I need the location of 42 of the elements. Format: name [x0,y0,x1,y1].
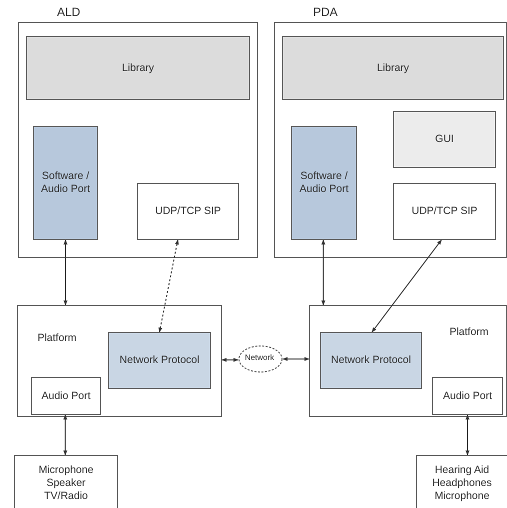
node-label: Audio Port [40,390,92,403]
connector-arrow [466,414,470,456]
process-box [33,126,98,240]
library-box [26,36,250,100]
process-box [137,183,239,240]
process-box [320,332,422,389]
node-label: Library [376,62,410,75]
process-box [31,377,101,415]
platform-box [17,305,222,417]
node-label: Library [120,62,156,75]
process-box [291,126,357,240]
node-label: Platform [36,332,78,346]
node-label: Software / Audio Port [299,170,349,196]
node-label: Software / Audio Port [40,170,90,196]
library-box [282,36,504,100]
process-box [108,332,211,389]
node-label: GUI [434,133,455,146]
node-label: Network [244,353,276,363]
process-box [432,377,503,415]
connector-arrow [222,358,238,362]
device-box [416,455,507,508]
connector-arrow [282,357,310,361]
network-cloud [238,345,283,373]
node-label: Network Protocol [330,354,412,368]
connector-arrow [372,240,442,332]
node-label: Audio Port [442,390,494,403]
platform-box [309,305,507,417]
process-box [393,111,496,168]
connector-arrow [158,240,179,332]
connector-arrow [64,240,68,306]
node-label: Microphone Speaker TV/Radio [38,464,94,503]
node-label: Platform [448,326,490,340]
panel-heading: PDA [313,5,338,20]
device-box [14,455,118,508]
node-label: UDP/TCP SIP [410,205,478,218]
node-label: Hearing Aid Headphones Microphone [431,464,493,503]
connector-arrow [321,240,326,306]
process-box [393,183,496,240]
node-label: Network Protocol [118,354,200,368]
node-label: UDP/TCP SIP [154,205,222,218]
connector-arrow [63,414,68,456]
panel-heading: ALD [57,5,80,20]
